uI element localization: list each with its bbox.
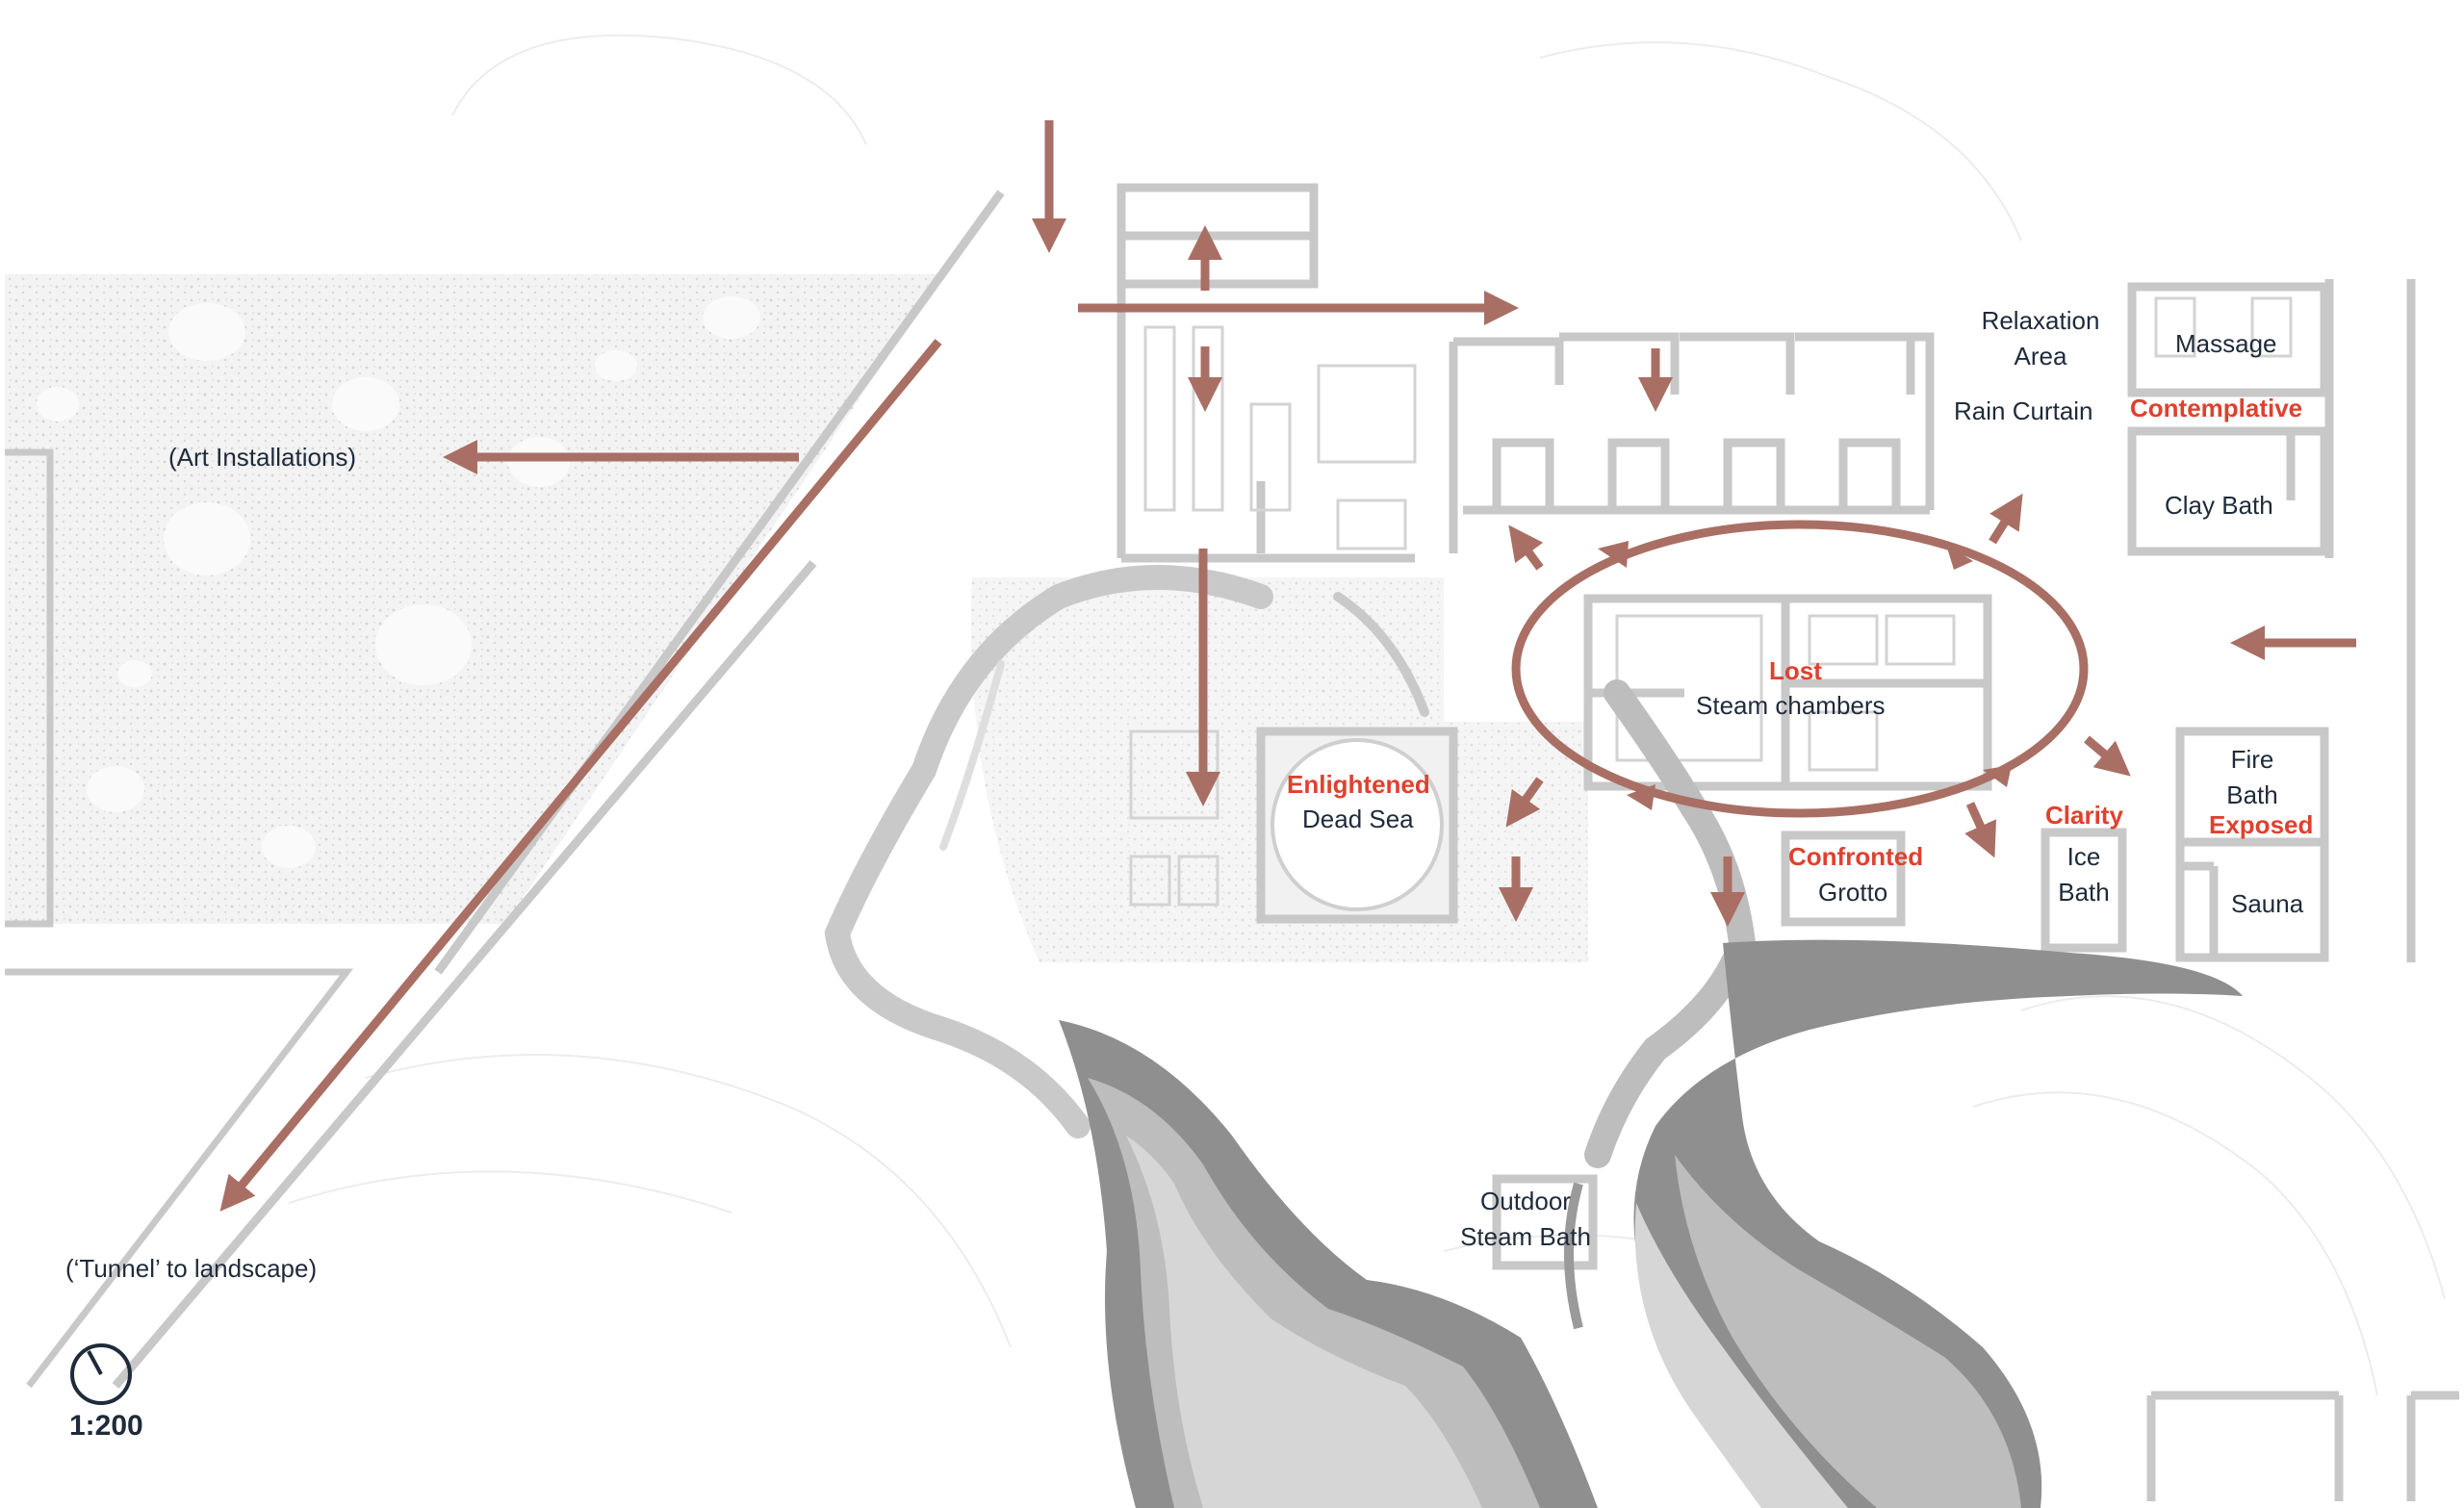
label-relaxation-line2: Area — [2014, 342, 2067, 371]
west-wall — [5, 448, 354, 1389]
label-clay-bath: Clay Bath — [2165, 491, 2273, 520]
arrow-ellipse-ne — [1989, 493, 2023, 545]
label-lost: Lost — [1769, 656, 1822, 685]
label-fire-bath: Fire Bath — [2199, 742, 2305, 813]
label-sauna: Sauna — [2231, 889, 2304, 918]
label-grotto: Grotto — [1818, 878, 1888, 907]
label-relaxation-area: Relaxation Area — [1964, 303, 2118, 374]
label-outdoor-line1: Outdoor — [1480, 1187, 1571, 1215]
circulation-loop — [1511, 520, 2089, 818]
ellipse-direction-arrows — [1598, 541, 2012, 810]
arrow-ellipse-se — [1964, 802, 1997, 858]
arrow-ellipse-nw — [1508, 524, 1544, 571]
arrow-to-clarity — [2084, 735, 2131, 777]
terrain-contours — [288, 34, 2446, 1493]
label-ice-line1: Ice — [2066, 842, 2101, 871]
interior-furniture — [1129, 296, 2293, 907]
label-outdoor-line2: Steam Bath — [1460, 1222, 1591, 1251]
dead-sea-pool — [1256, 727, 1458, 924]
building-walls — [1116, 183, 2459, 1501]
label-confronted: Confronted — [1788, 842, 1924, 871]
label-dead-sea: Dead Sea — [1302, 805, 1414, 833]
scale-indicator — [70, 1343, 132, 1405]
label-tunnel: (‘Tunnel’ to landscape) — [65, 1254, 318, 1283]
label-steam-chambers: Steam chambers — [1696, 691, 1886, 720]
label-ice-line2: Bath — [2058, 878, 2110, 907]
label-contemplative: Contemplative — [2130, 394, 2303, 422]
label-fire-line2: Bath — [2226, 780, 2278, 809]
label-art-installations: (Art Installations) — [168, 443, 357, 472]
scale-label: 1:200 — [69, 1410, 143, 1442]
label-clarity: Clarity — [2045, 801, 2123, 830]
label-massage: Massage — [2175, 329, 2277, 358]
flow-arrows — [219, 120, 2356, 1212]
label-rain-curtain: Rain Curtain — [1954, 396, 2093, 425]
label-exposed: Exposed — [2209, 810, 2314, 839]
label-relaxation-line1: Relaxation — [1981, 306, 2100, 335]
tunnel-walls — [112, 190, 1005, 1389]
label-enlightened: Enlightened — [1287, 770, 1430, 799]
art-installation-field — [5, 274, 943, 924]
label-fire-line1: Fire — [2230, 745, 2274, 774]
label-outdoor-steam-bath: Outdoor Steam Bath — [1444, 1184, 1607, 1255]
arrow-tunnel — [219, 339, 942, 1212]
label-ice-bath: Ice Bath — [2045, 839, 2122, 910]
arrow-ellipse-sw — [1505, 777, 1544, 828]
river — [1059, 939, 2243, 1508]
